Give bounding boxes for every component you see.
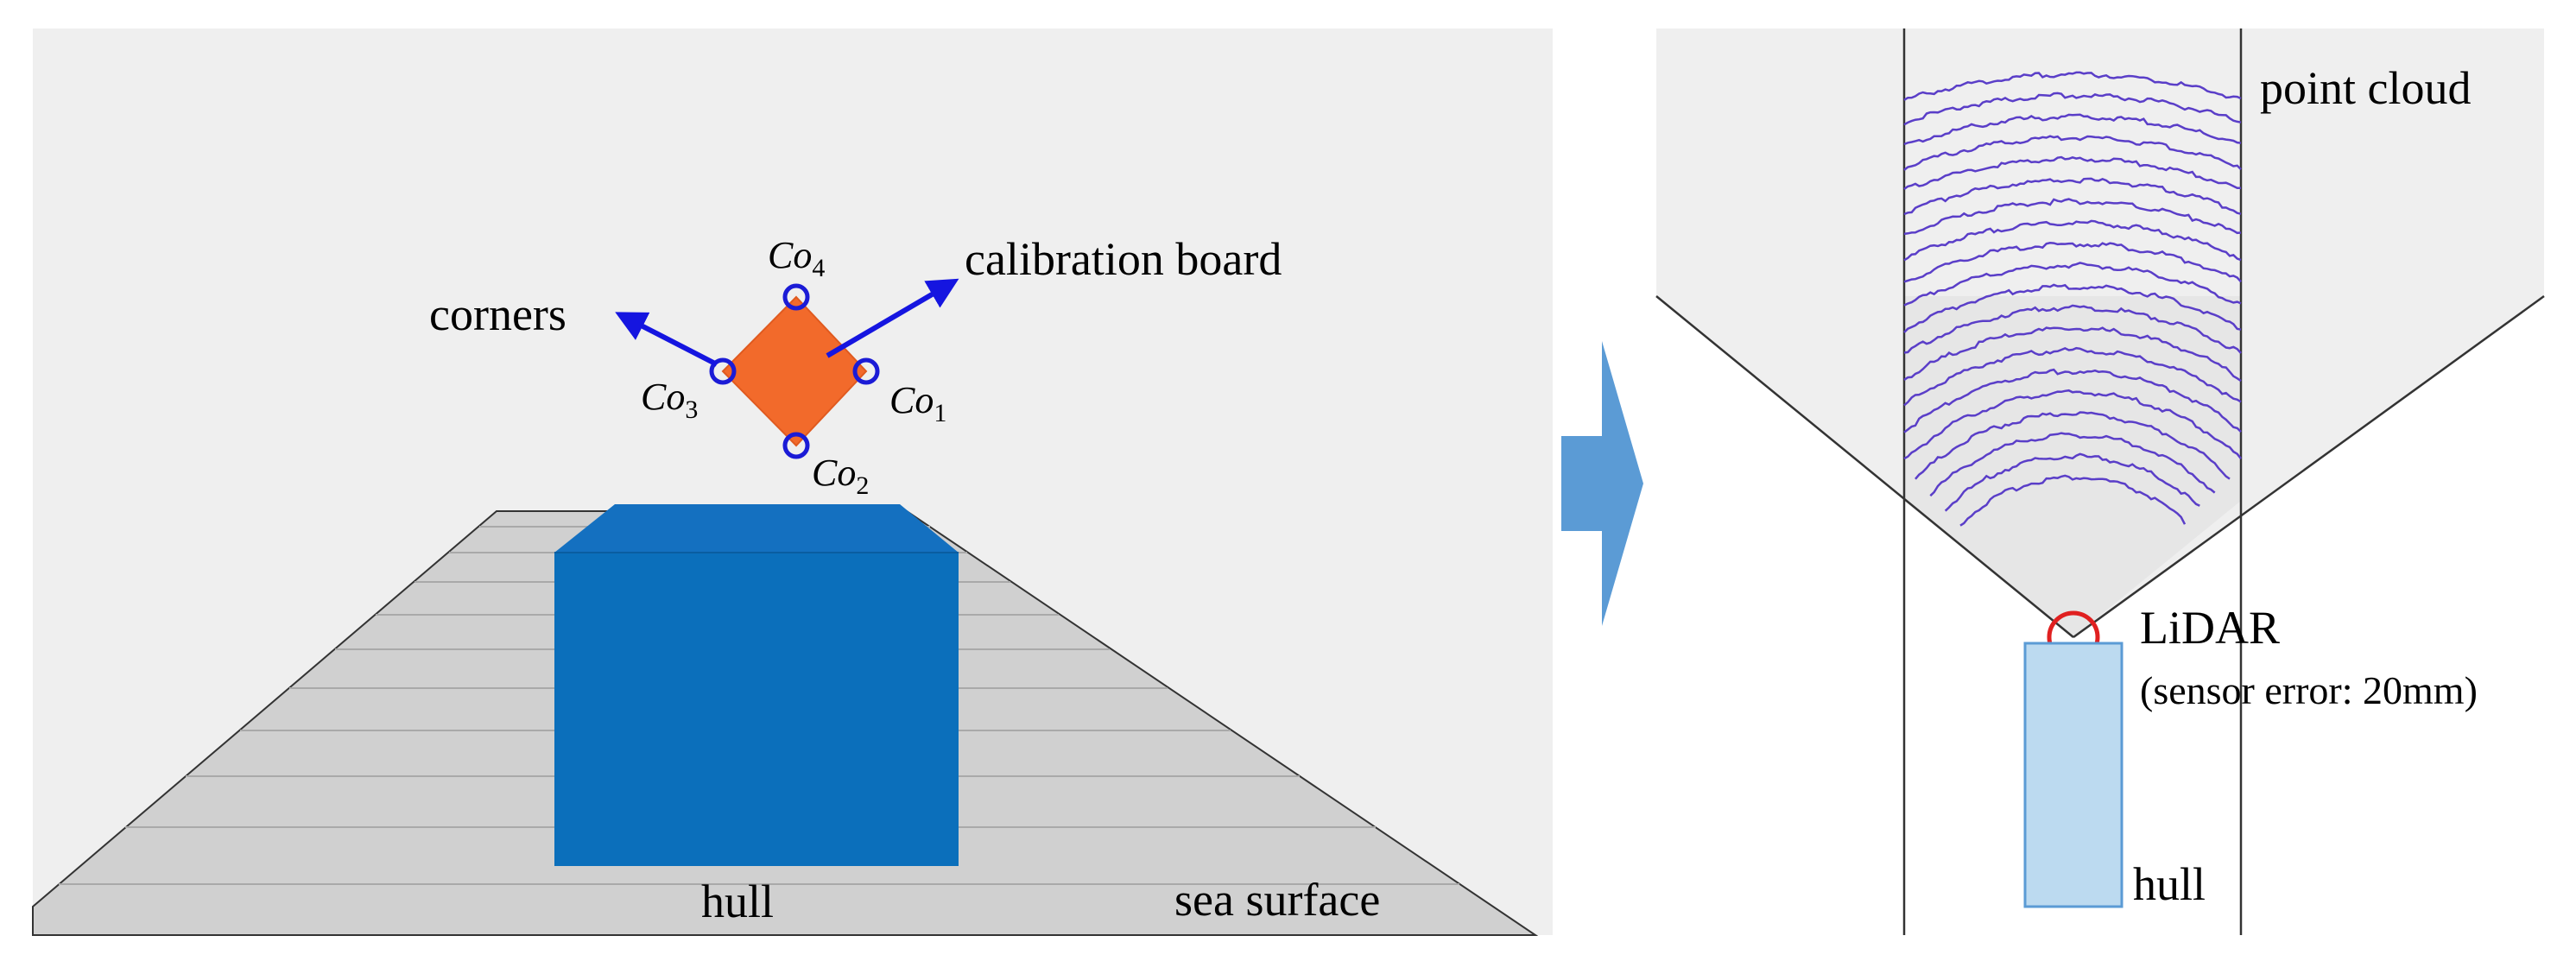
corner-marker-co2: [782, 432, 810, 459]
scan-arc: [1929, 432, 2216, 497]
corners-arrow: [615, 312, 718, 367]
hull-block: [554, 553, 959, 866]
scan-arc: [1915, 411, 2231, 480]
scan-arc: [1903, 177, 2242, 216]
left-panel: corners calibration board hull sea surfa…: [32, 28, 1553, 936]
scan-arc: [1903, 346, 2242, 407]
transition-arrow: [1561, 341, 1643, 626]
scan-arc: [1903, 389, 2242, 460]
corner-marker-co4: [782, 283, 810, 311]
scan-arc: [1959, 474, 2187, 527]
corner-label-co4: Co4: [768, 234, 825, 282]
right-panel: point cloud LiDAR (sensor error: 20mm) h…: [1655, 28, 2545, 935]
corner-marker-co1: [852, 357, 880, 385]
hull-top-view: [2023, 642, 2123, 908]
scan-arc: [1944, 452, 2200, 512]
scan-arc: [1903, 304, 2242, 354]
scan-arc: [1903, 198, 2242, 236]
scan-arc: [1903, 113, 2242, 146]
calibration-board-label: calibration board: [965, 233, 1282, 285]
point-cloud: [1903, 71, 2242, 527]
fov-left-edge: [1655, 295, 2074, 638]
corner-label-co2: Co2: [812, 452, 869, 500]
lidar-label: LiDAR: [2140, 602, 2280, 654]
scan-arc: [1903, 262, 2242, 307]
scan-arc: [1903, 242, 2242, 283]
corners-label: corners: [429, 288, 566, 340]
corner-label-co1: Co1: [889, 379, 946, 427]
fov-inner: [1904, 296, 2241, 637]
scan-arc: [1903, 155, 2242, 191]
calibration-board-arrow: [826, 278, 959, 358]
corner-marker-co3: [709, 357, 737, 385]
hull-label-left: hull: [701, 876, 774, 927]
sea-surface-label: sea surface: [1174, 874, 1380, 926]
scan-arc: [1903, 71, 2242, 101]
scan-arc: [1903, 135, 2242, 171]
sensor-error-label: (sensor error: 20mm): [2140, 668, 2478, 712]
scan-arc: [1903, 283, 2242, 333]
scan-arc: [1903, 368, 2242, 433]
hull-top-face: [554, 504, 959, 553]
fov-right-edge: [2073, 294, 2545, 639]
scan-arc: [1903, 92, 2242, 126]
point-cloud-label: point cloud: [2260, 62, 2471, 114]
hull-label-right: hull: [2133, 858, 2206, 910]
scan-arc: [1903, 219, 2242, 262]
scan-arc: [1903, 326, 2242, 383]
corner-label-co3: Co3: [641, 376, 698, 424]
